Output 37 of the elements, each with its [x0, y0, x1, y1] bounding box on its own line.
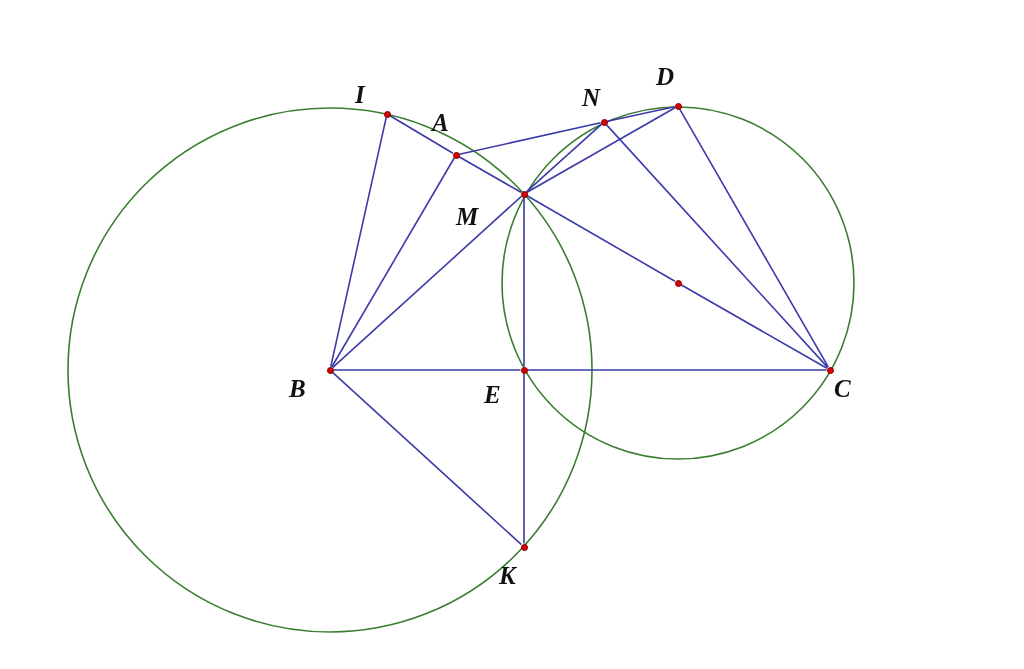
point-marker — [826, 366, 834, 374]
point-marker — [452, 151, 460, 159]
point-marker — [674, 279, 682, 287]
line-segment — [523, 372, 525, 545]
point-marker — [520, 190, 528, 198]
line-segment — [526, 369, 828, 371]
line-segment — [525, 123, 603, 193]
line-segment — [331, 195, 523, 369]
point-marker — [520, 366, 528, 374]
line-segment — [332, 369, 522, 371]
line-segment — [458, 155, 522, 194]
line-segment — [330, 157, 456, 368]
point-marker — [520, 543, 528, 551]
line-segment — [526, 106, 676, 194]
line-segment — [680, 283, 828, 370]
point-marker — [600, 118, 608, 126]
line-segment — [605, 123, 829, 369]
line-segment — [458, 121, 602, 156]
point-label: N — [582, 85, 601, 110]
point-marker — [674, 102, 682, 110]
line-segment — [606, 105, 676, 123]
line-segment — [526, 194, 676, 283]
point-label: B — [289, 376, 306, 401]
point-label: K — [499, 563, 516, 588]
line-segment — [331, 371, 523, 546]
point-label: D — [656, 64, 675, 89]
point-label: I — [355, 82, 365, 107]
line-segment — [678, 108, 830, 368]
point-label: M — [456, 204, 479, 229]
line-segment — [523, 196, 525, 368]
point-label: A — [432, 110, 449, 135]
point-marker — [383, 110, 391, 118]
point-marker — [326, 366, 334, 374]
line-segment — [329, 116, 388, 368]
point-label: E — [484, 382, 501, 407]
line-segment — [389, 115, 454, 154]
point-label: C — [834, 376, 851, 401]
